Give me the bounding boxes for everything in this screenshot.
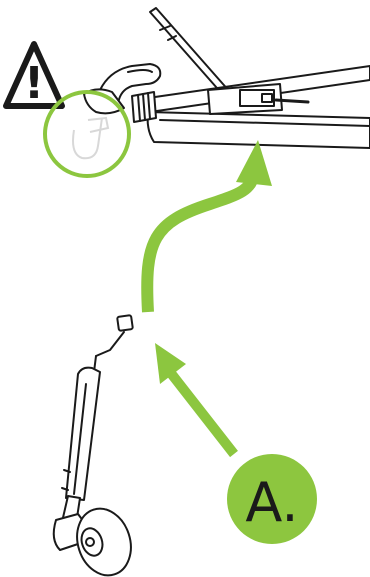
mount-arrow (141, 140, 272, 313)
jockey-wheel (52, 314, 134, 577)
highlight-circle (43, 90, 131, 178)
label-a-arrow (155, 343, 238, 458)
label-a-text: A. (245, 471, 298, 534)
coupling-hint (72, 116, 110, 160)
warning-icon-glyph: ! (24, 58, 44, 109)
trailer-drawbar (83, 7, 370, 149)
warning-icon: ! (3, 41, 65, 109)
label-a-badge: A. (227, 454, 317, 544)
